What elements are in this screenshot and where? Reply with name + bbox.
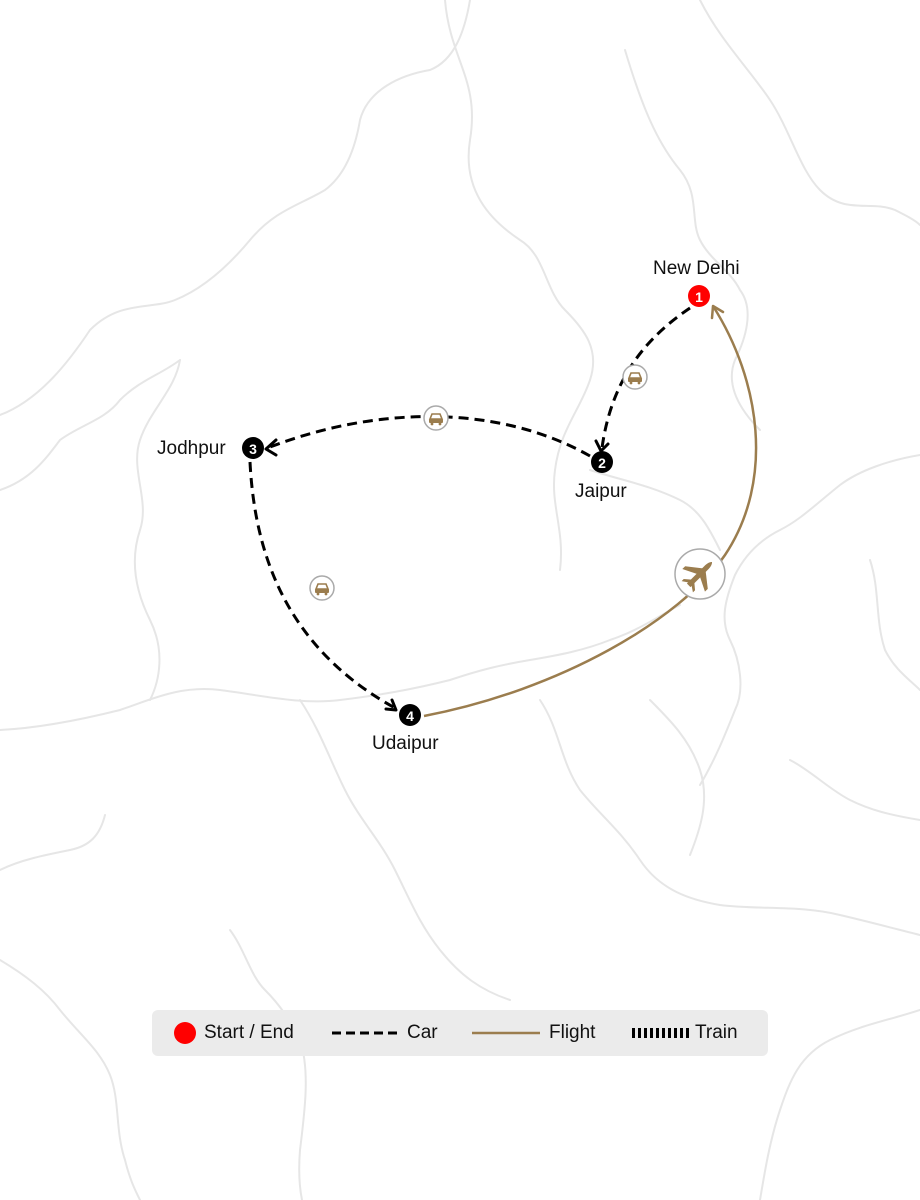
stop-number: 2 (598, 455, 606, 471)
solid-line-icon (472, 1031, 540, 1035)
legend-item-train: Train (632, 1010, 738, 1056)
car-icon (423, 405, 449, 431)
route-jodhpur-udaipur (248, 461, 396, 710)
route-jaipur-jodhpur (269, 415, 591, 458)
car-icon (622, 364, 648, 390)
route-arrowheads (264, 438, 610, 712)
car-routes (248, 306, 691, 710)
legend-item-start-end: Start / End (174, 1010, 294, 1056)
car-icon (309, 575, 335, 601)
legend-item-flight: Flight (472, 1010, 595, 1056)
legend-label-start-end: Start / End (204, 1022, 294, 1043)
city-label-new-delhi: New Delhi (653, 258, 740, 279)
stop-number: 3 (249, 441, 257, 457)
legend-label-train: Train (695, 1022, 738, 1043)
stop-marker-udaipur[interactable]: 4 (399, 704, 421, 726)
arrowhead-jodhpur (264, 438, 278, 457)
route-new-delhi-jaipur (600, 306, 691, 449)
arrowhead-new-delhi (710, 304, 725, 320)
airplane-icon (674, 548, 726, 600)
city-label-jodhpur: Jodhpur (157, 438, 226, 459)
stop-number: 1 (695, 289, 703, 305)
arrowhead-udaipur (384, 698, 398, 712)
city-label-udaipur: Udaipur (372, 733, 439, 754)
legend-item-car: Car (332, 1010, 438, 1056)
route-udaipur-new-delhi (423, 305, 758, 718)
stop-marker-new-delhi[interactable]: 1 (688, 285, 710, 307)
city-label-jaipur: Jaipur (575, 481, 627, 502)
dashed-line-icon (332, 1031, 398, 1035)
stop-number: 4 (406, 708, 414, 724)
arrowhead-jaipur (594, 439, 610, 453)
stop-marker-jaipur[interactable]: 2 (591, 451, 613, 473)
legend-label-flight: Flight (549, 1022, 596, 1043)
legend-label-car: Car (407, 1022, 438, 1043)
train-track-icon (632, 1028, 690, 1038)
start-end-dot-icon (174, 1022, 196, 1044)
stop-marker-jodhpur[interactable]: 3 (242, 437, 264, 459)
map-legend: Start / End Car Flight Train (152, 1010, 768, 1056)
